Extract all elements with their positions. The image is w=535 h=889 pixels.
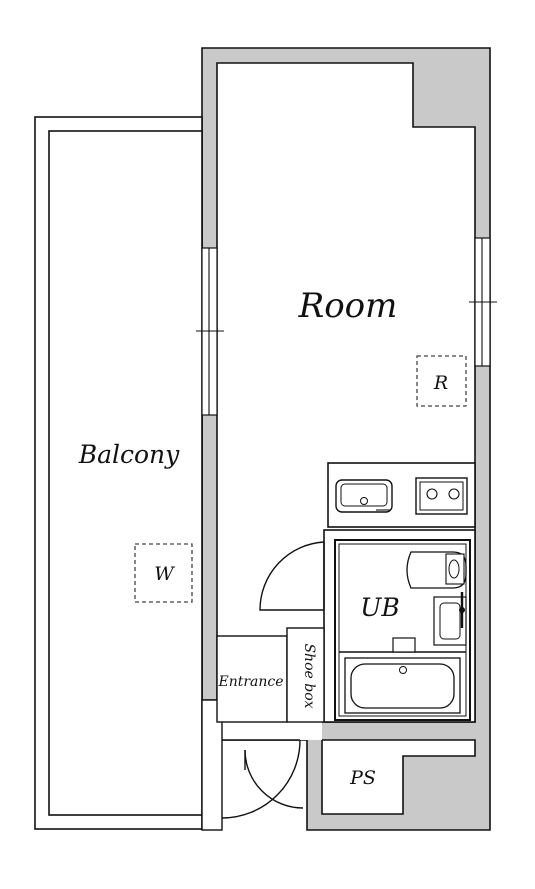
drain-icon (392, 637, 416, 653)
lower-floor (222, 722, 322, 740)
right-window (469, 237, 497, 367)
balcony-window (196, 247, 224, 416)
refrigerator-label: R (433, 372, 448, 394)
ps-area (321, 739, 476, 815)
toilet-icon (406, 551, 467, 589)
washer-label: W (154, 563, 175, 585)
balcony-inner (48, 130, 203, 816)
sink-icon (335, 479, 393, 513)
washer-space (134, 543, 193, 603)
kitchen-counter (327, 462, 476, 528)
entrance-label: Entrance (217, 674, 283, 690)
unit-bath (323, 529, 476, 723)
shoe-box-label: Shoe box (301, 643, 317, 708)
vanity-icon (433, 592, 467, 646)
ub-label: UB (360, 593, 399, 622)
refrigerator-space (416, 355, 467, 407)
ps-label: PS (349, 767, 376, 789)
balcony-end-wall (201, 699, 223, 831)
entrance-area (216, 627, 325, 723)
shoe-box (286, 627, 325, 723)
room-label: Room (298, 286, 398, 326)
stove-icon (415, 477, 468, 515)
bathtub-icon (344, 657, 461, 714)
balcony-label: Balcony (78, 440, 180, 469)
entrance-door (221, 739, 304, 819)
bath-door (259, 541, 325, 611)
